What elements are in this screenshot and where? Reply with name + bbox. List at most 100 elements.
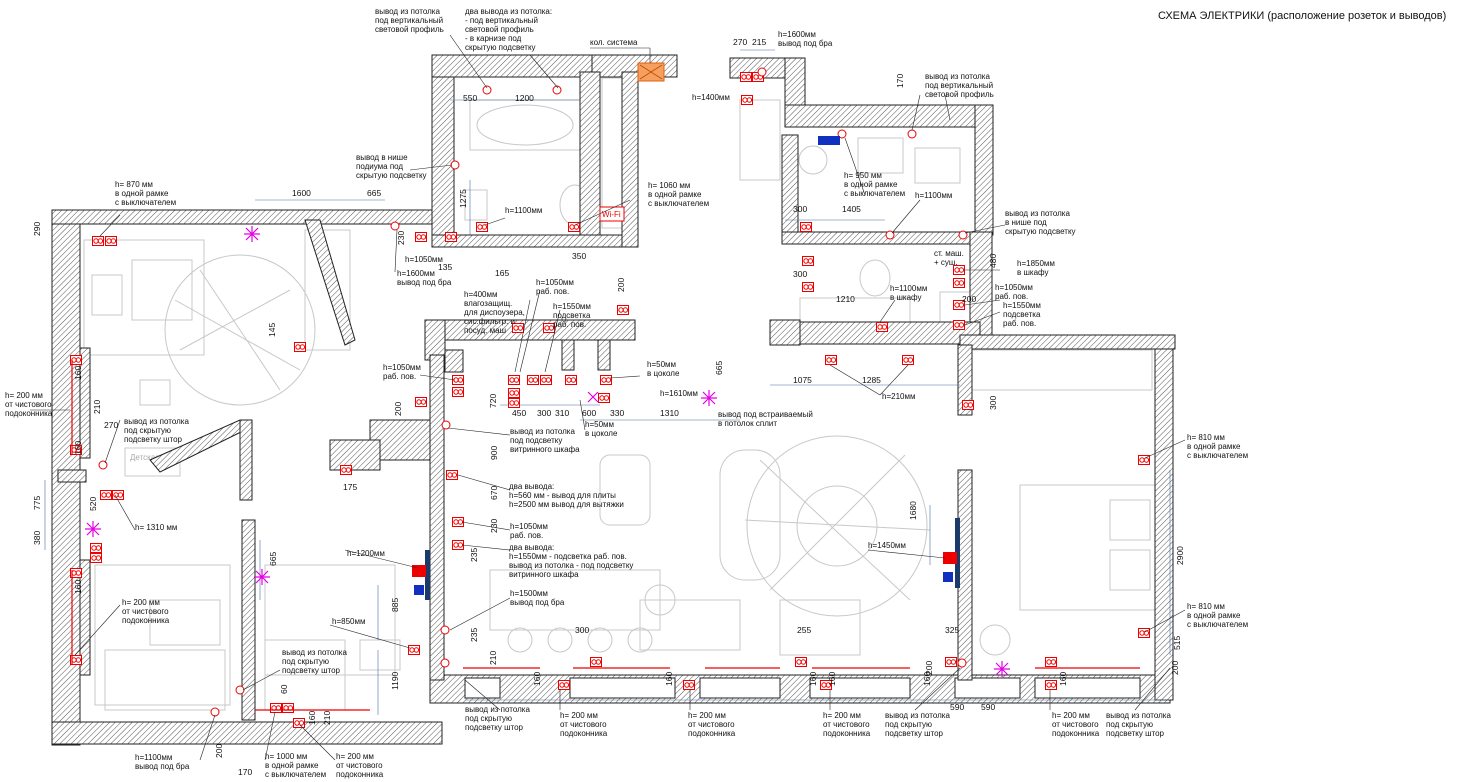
split-units <box>412 136 960 600</box>
annotation-line: витринного шкафа <box>510 445 580 454</box>
dimension-d71: 200 <box>924 661 934 675</box>
annotation-line: вывод под встраиваемый <box>718 410 813 419</box>
annotation-line: с выключателем <box>1187 620 1248 629</box>
annotation-line: h=1100мм <box>135 753 172 762</box>
annotation-line: h=1450мм <box>868 541 906 550</box>
collection-system-label: кол. система <box>590 38 638 47</box>
dimension-d28: 310 <box>555 408 569 418</box>
collection-system: кол. система <box>590 38 665 82</box>
annotation-line: h=1850мм <box>1017 259 1055 268</box>
annotation-l04: h=1400мм <box>692 93 730 102</box>
annotation-line: световой профиль <box>925 90 994 99</box>
dimension-d42: 775 <box>32 496 42 510</box>
socket <box>408 645 420 655</box>
dimension-d44: 380 <box>32 531 42 545</box>
annotation-line: от чистового <box>688 720 735 729</box>
socket <box>282 703 294 713</box>
annotation-line: h=1500мм <box>510 589 548 598</box>
annotation-line: в одной рамке <box>115 189 169 198</box>
dimension-d67: 210 <box>488 651 498 665</box>
dimension-d45: 160 <box>73 580 83 594</box>
annotation-line: - под вертикальный <box>465 16 538 25</box>
annotation-line: с выключателем <box>1187 451 1248 460</box>
annotation-line: подсветку штор <box>282 666 341 675</box>
annotation-line: под скрытую <box>885 720 932 729</box>
dimension-d32: 720 <box>488 394 498 408</box>
dimension-d49: 885 <box>390 598 400 612</box>
socket <box>508 375 520 385</box>
dimension-d17: 480 <box>988 254 998 268</box>
dimension-d59: 210 <box>322 711 332 725</box>
socket <box>340 465 352 475</box>
annotation-line: h=1610мм <box>660 389 698 398</box>
annotation-line: h= 950 мм <box>844 171 882 180</box>
walls <box>51 54 1176 746</box>
annotation-line: h=50мм <box>647 360 676 369</box>
annotation-line: в цоколе <box>647 369 680 378</box>
annotation-line: вывод из потолка <box>1106 711 1171 720</box>
annotation-line: с выключателем <box>115 198 176 207</box>
annotation-line: под подсветку <box>510 436 562 445</box>
annotation-line: подоконника <box>336 770 384 779</box>
ceiling-light-markers <box>85 226 1010 677</box>
annotation-line: вывод под бра <box>397 278 452 287</box>
annotation-l11: h=1100мм <box>915 191 952 200</box>
socket <box>112 490 124 500</box>
dimension-d53: 255 <box>797 625 811 635</box>
socket <box>953 320 965 330</box>
socket <box>1138 628 1150 638</box>
annotation-l15: ст. маш.+ суш. <box>934 249 964 267</box>
annotation-line: в потолок сплит <box>718 419 777 428</box>
socket <box>1045 680 1057 690</box>
annotation-l54: h= 200 мм от чистового подоконника <box>20 765 157 774</box>
socket <box>902 355 914 365</box>
dimension-d03: 270 <box>733 37 747 47</box>
dimension-d10: 230 <box>396 231 406 245</box>
socket <box>590 657 602 667</box>
annotation-line: под скрытую <box>282 657 329 666</box>
socket <box>876 322 888 332</box>
dimension-d06: 1600 <box>292 188 311 198</box>
dimension-d50: 235 <box>469 548 479 562</box>
annotation-line: вывод из потолка <box>465 705 530 714</box>
dimension-d69: 160 <box>827 672 837 686</box>
socket <box>508 388 520 398</box>
ceiling-outputs <box>98 67 968 717</box>
annotation-line: сис.фильтр. и <box>464 317 515 326</box>
dimension-d47: 1680 <box>908 501 918 520</box>
dimension-d57: 60 <box>279 684 289 694</box>
dimension-d02: 1200 <box>515 93 534 103</box>
annotation-line: вывод из потолка <box>375 7 440 16</box>
annotation-l32: два вывода:h=1550мм - подсветка раб. пов… <box>509 543 633 579</box>
dimension-d18: 1210 <box>836 294 855 304</box>
annotation-line: подиума под <box>356 162 403 171</box>
dimension-d07: 665 <box>367 188 381 198</box>
annotation-line: ст. маш. <box>934 249 964 258</box>
annotation-l25: h=1610мм <box>660 389 698 398</box>
annotation-line: h=1600мм <box>397 269 435 278</box>
annotation-line: скрытую подсветку <box>356 171 427 180</box>
socket <box>452 517 464 527</box>
dimension-d40: 670 <box>489 486 499 500</box>
annotation-line: в одной рамке <box>1187 442 1241 451</box>
dimension-d52: 300 <box>575 625 589 635</box>
annotation-line: h=1100мм <box>890 284 927 293</box>
annotation-line: вывод из потолка <box>124 417 189 426</box>
annotation-line: h=1400мм <box>692 93 730 102</box>
annotation-line: h=1100мм <box>915 191 952 200</box>
annotation-line: h=1550мм <box>553 302 591 311</box>
annotation-line: подоконника <box>122 616 170 625</box>
